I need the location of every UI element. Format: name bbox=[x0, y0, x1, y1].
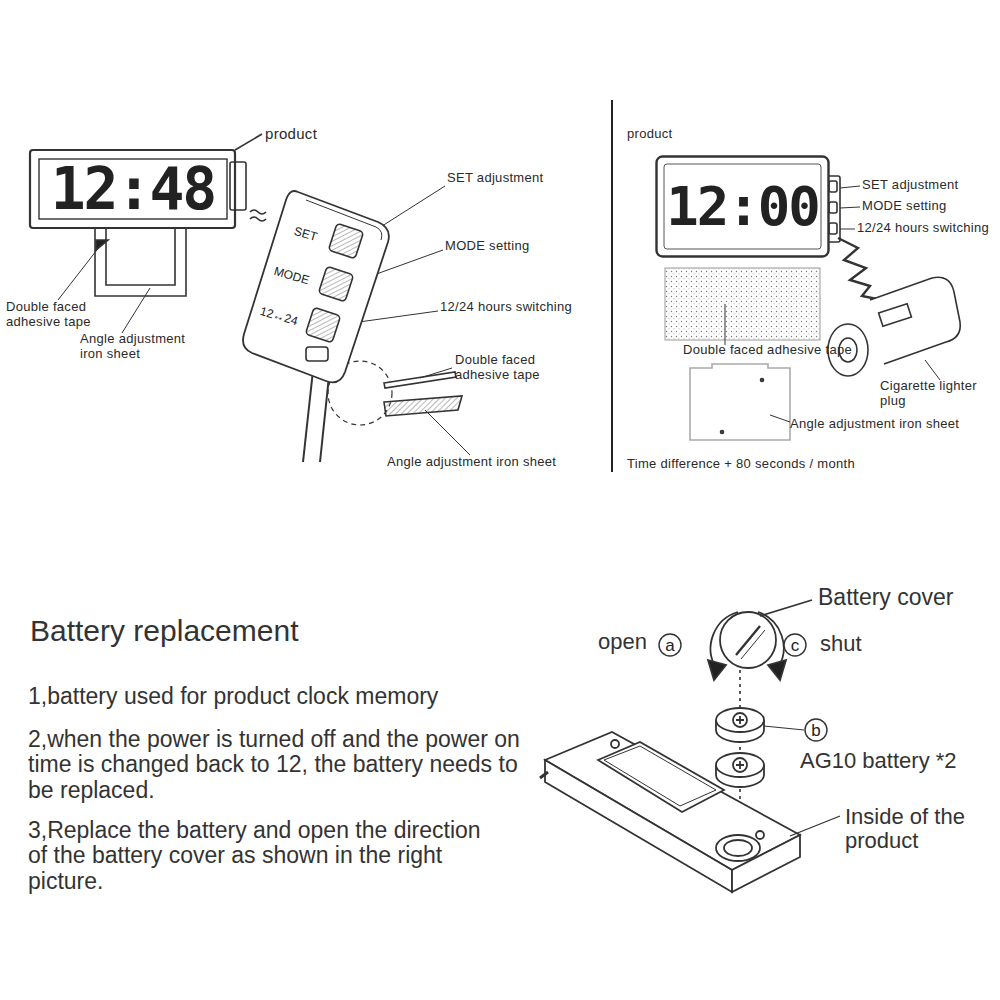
lcd-digits: 12:48 bbox=[38, 158, 228, 220]
product-label: product bbox=[265, 125, 385, 142]
callout-label: Inside of the product bbox=[845, 805, 1000, 853]
instruction-text: 1,battery used for product clock memory bbox=[28, 684, 568, 709]
callout-label: Cigarette lighter plug bbox=[880, 379, 995, 409]
callout-label: Double faced adhesive tape bbox=[455, 353, 565, 383]
lcd-digits: 12:00 bbox=[655, 155, 830, 258]
step-letter-text: c bbox=[783, 633, 807, 657]
callout-label: Angle adjustment iron sheet bbox=[80, 332, 210, 362]
step-letter: a bbox=[658, 633, 682, 657]
instruction-text: 2,when the power is turned off and the p… bbox=[28, 727, 528, 803]
button bbox=[318, 266, 353, 301]
callout-label: MODE setting bbox=[445, 239, 605, 254]
callout-label: 12/24 hours switching bbox=[440, 300, 610, 315]
note-text: Time difference + 80 seconds / month bbox=[627, 457, 917, 472]
letter-circle bbox=[659, 634, 681, 656]
step-letter: b bbox=[804, 718, 828, 742]
button bbox=[305, 307, 340, 342]
button-panel: SETMODE12↔24 bbox=[240, 185, 400, 395]
product-label: product bbox=[627, 127, 727, 142]
callout-label: shut bbox=[820, 632, 890, 656]
step-letter: c bbox=[783, 633, 807, 657]
letter-circle bbox=[805, 719, 827, 741]
callout-label: SET adjustment bbox=[447, 171, 607, 186]
callout-label: SET adjustment bbox=[862, 178, 1000, 193]
callout-label: Angle adjustment iron sheet bbox=[790, 417, 995, 432]
button bbox=[328, 223, 363, 258]
divider bbox=[611, 100, 613, 472]
display-frame bbox=[39, 159, 227, 219]
callout-label: MODE setting bbox=[862, 199, 1000, 214]
step-letter-text: b bbox=[804, 718, 828, 742]
section-heading: Battery replacement bbox=[30, 614, 450, 647]
left-illustration bbox=[30, 134, 470, 462]
callout-label: Angle adjustment iron sheet bbox=[387, 455, 597, 470]
callout-label: Double faced adhesive tape bbox=[6, 300, 116, 330]
step-letter-text: a bbox=[658, 633, 682, 657]
clock-display: 12:48 bbox=[38, 158, 228, 220]
callout-label: Battery cover bbox=[818, 585, 998, 610]
node-outline bbox=[240, 185, 400, 395]
callout-label: open bbox=[598, 630, 668, 654]
callout-label: 12/24 hours switching bbox=[857, 221, 1000, 236]
battery-illustration bbox=[540, 600, 840, 892]
letter-circle bbox=[784, 634, 806, 656]
callout-label: Double faced adhesive tape bbox=[683, 343, 883, 358]
callout-label: AG10 battery *2 bbox=[800, 749, 1000, 773]
cable-exit bbox=[306, 347, 328, 361]
clock-display: 12:00 bbox=[655, 155, 830, 258]
panel-outline bbox=[243, 191, 389, 382]
instruction-text: 3,Replace the battery and open the direc… bbox=[28, 818, 498, 894]
